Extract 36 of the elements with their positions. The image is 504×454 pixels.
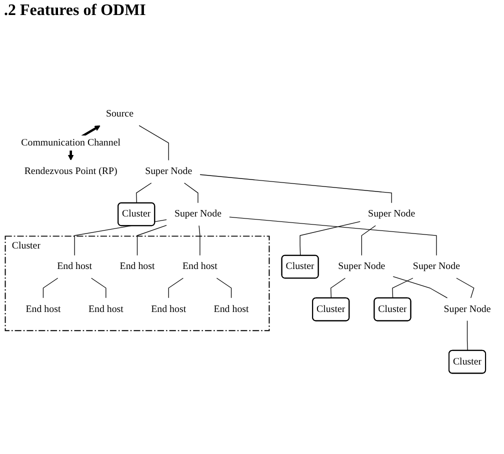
section-heading: .2 Features of ODMI: [4, 2, 146, 20]
node-text: End host: [182, 261, 218, 272]
connector: [184, 182, 198, 204]
connector: [216, 278, 232, 298]
node-text: Rendezvous Point (RP): [24, 166, 118, 177]
connector: [361, 225, 376, 256]
connector: [229, 216, 437, 256]
node-text: End host: [57, 261, 92, 272]
connector: [200, 174, 392, 204]
connector: [392, 278, 414, 299]
node-text: Super Node: [174, 208, 222, 220]
connector: [456, 278, 474, 298]
connector: [42, 278, 58, 298]
node-text: Source: [106, 108, 134, 120]
node-text: End host: [214, 304, 249, 314]
edge-label: Communication Channel: [21, 137, 120, 148]
node-text: Super Node: [145, 166, 192, 177]
connector: [91, 278, 106, 298]
node-text: Super Node: [412, 261, 460, 272]
node-text: End host: [151, 304, 186, 314]
connector: [74, 219, 167, 256]
connector: [330, 278, 346, 299]
node-text: Super Node: [368, 208, 416, 220]
node-text: Super Node: [444, 304, 491, 314]
connector: [466, 320, 468, 352]
node-text: End host: [120, 261, 155, 272]
node-text: End host: [88, 304, 124, 314]
connector: [138, 125, 169, 161]
connector: [392, 276, 448, 298]
node-text: End host: [26, 304, 61, 314]
connector: [300, 221, 360, 256]
connector: [136, 182, 152, 204]
connector: [168, 278, 184, 298]
connector: [198, 225, 200, 256]
node-text: Super Node: [338, 261, 386, 272]
connector: [136, 224, 167, 256]
